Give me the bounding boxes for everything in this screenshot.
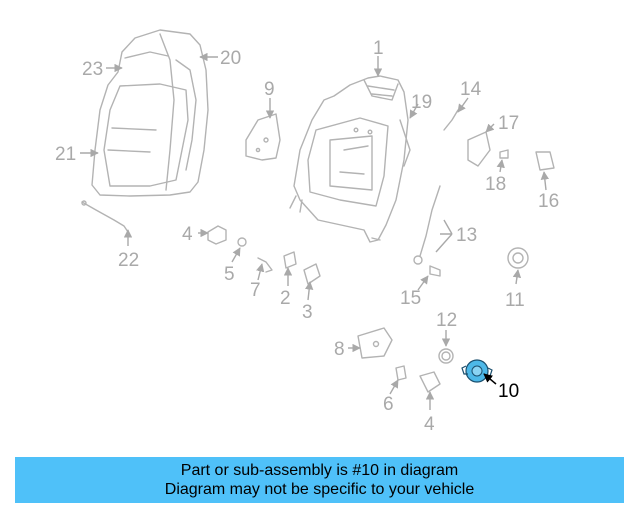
label-part-8: 8: [334, 339, 345, 360]
parts-diagram: 1 2 3 4 4 5 6 7 8 9 10 11 12 13 14 15 16…: [55, 29, 559, 435]
bracket-drawing: [245, 113, 281, 161]
label-part-12: 12: [436, 310, 457, 331]
label-part-16: 16: [538, 191, 559, 212]
rod-drawing: [81, 200, 129, 233]
label-part-10: 10: [498, 381, 519, 402]
label-part-7: 7: [250, 280, 261, 301]
label-part-17: 17: [498, 113, 519, 134]
label-part-19: 19: [411, 92, 432, 113]
small-parts-drawing: [207, 225, 321, 285]
label-part-3: 3: [302, 302, 313, 323]
label-part-15: 15: [400, 288, 421, 309]
label-part-21: 21: [55, 144, 76, 165]
label-part-9: 9: [264, 79, 275, 100]
label-part-1: 1: [373, 38, 384, 59]
label-part-22: 22: [118, 250, 139, 271]
caption-line-1: Part or sub-assembly is #10 in diagram: [180, 462, 459, 479]
label-part-4-lower: 4: [424, 414, 435, 435]
label-part-14: 14: [460, 79, 482, 100]
label-part-2: 2: [280, 288, 291, 309]
label-part-23: 23: [82, 59, 103, 80]
label-part-4-upper: 4: [182, 224, 193, 245]
part-labels: 1 2 3 4 4 5 6 7 8 9 10 11 12 13 14 15 16…: [55, 38, 559, 435]
right-parts-drawing: [413, 109, 555, 277]
label-part-20: 20: [220, 48, 241, 69]
caption-line-2: Diagram may not be specific to your vehi…: [164, 481, 475, 498]
label-part-5: 5: [224, 264, 235, 285]
leader-lines: [80, 52, 550, 410]
label-part-6: 6: [383, 394, 394, 415]
label-part-18: 18: [485, 174, 506, 195]
seat-back-frame-drawing: [289, 75, 411, 243]
label-part-13: 13: [456, 225, 477, 246]
caption-banner: Part or sub-assembly is #10 in diagram D…: [15, 457, 624, 503]
label-part-11: 11: [505, 290, 525, 311]
highlighted-part-10: [461, 359, 493, 383]
lower-parts-drawing: [357, 327, 454, 393]
seat-back-cover-drawing: [91, 29, 209, 197]
